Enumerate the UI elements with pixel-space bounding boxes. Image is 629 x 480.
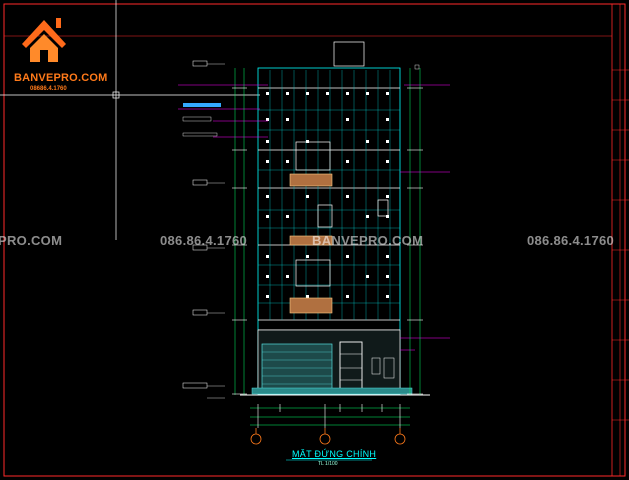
facade-panels — [258, 70, 400, 320]
facade-openings — [295, 141, 389, 287]
level-markers — [182, 60, 208, 389]
drawing-title: MẶT ĐỨNG CHÍNH — [292, 449, 377, 459]
watermark-site-center: BANVEPRO.COM — [312, 233, 424, 248]
level-lines — [207, 63, 225, 399]
drawing-scale: TL 1/100 — [318, 461, 338, 467]
roof-stair-box — [333, 41, 365, 67]
watermark-site-left: PRO.COM — [0, 233, 63, 248]
dimension-lines — [234, 68, 421, 426]
floor-slabs — [258, 87, 400, 331]
plinth — [251, 387, 413, 395]
grid-axis-marker-icon — [250, 428, 406, 445]
leader-lines — [178, 84, 450, 351]
brand-name: BANVEPRO.COM — [14, 72, 108, 84]
crosshair-cursor-icon — [0, 0, 260, 240]
sheet-frame — [3, 3, 626, 477]
watermark-phone-1: 086.86.4.1760 — [160, 233, 248, 248]
facade-dots — [266, 92, 389, 298]
dimension-ticks — [232, 87, 423, 428]
garage-door — [261, 343, 333, 391]
balconies — [289, 173, 333, 314]
watermark-phone-2: 086.86.4.1760 — [527, 233, 615, 248]
blue-note-bar — [183, 103, 221, 107]
brand-phone: 08686.4.1760 — [30, 86, 67, 92]
house-logo-icon — [22, 18, 66, 62]
ground-floor — [251, 329, 413, 395]
title-block-cells — [612, 69, 629, 421]
